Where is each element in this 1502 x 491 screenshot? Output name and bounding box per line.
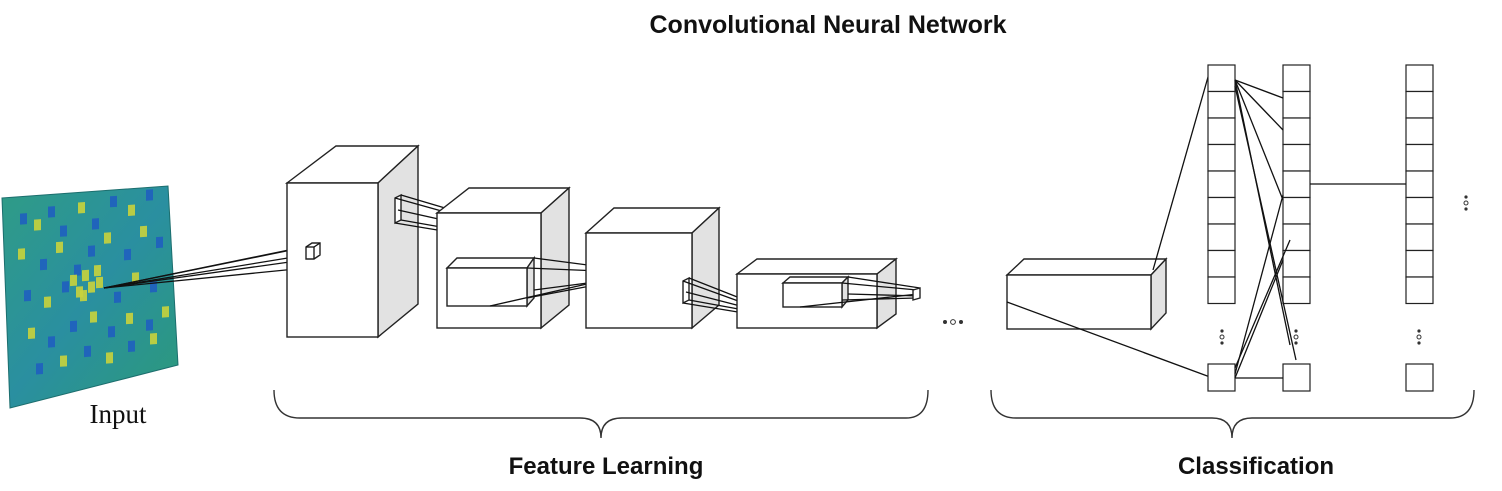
heatmap-cell xyxy=(70,320,77,333)
output-layer-node xyxy=(1405,223,1434,252)
heatmap-cell xyxy=(128,340,135,353)
output-layer-node xyxy=(1405,249,1434,278)
heatmap-cell xyxy=(88,245,95,257)
fc-layer-1-node xyxy=(1207,90,1236,119)
heatmap-cell xyxy=(124,248,131,261)
heatmap-cell xyxy=(60,355,67,367)
heatmap-cell xyxy=(92,218,99,230)
heatmap-cell xyxy=(34,219,41,231)
heatmap-cell xyxy=(74,264,81,276)
fc-layer-2-node xyxy=(1282,249,1311,278)
classification-label: Classification xyxy=(1178,453,1334,480)
output-layer-node xyxy=(1405,117,1434,146)
heatmap-cell xyxy=(76,286,83,298)
input-label: Input xyxy=(90,399,147,429)
fc-layer-2-node xyxy=(1282,90,1311,119)
diagram-title: Convolutional Neural Network xyxy=(650,11,1007,39)
heatmap-cell xyxy=(146,319,153,331)
heatmap-cell xyxy=(56,241,63,254)
feature-learning-label: Feature Learning xyxy=(509,453,704,480)
conv-layer-1 xyxy=(284,144,420,339)
fc-layer-1-node xyxy=(1207,170,1236,199)
fc-layer-1-node xyxy=(1207,143,1236,172)
heatmap-cell xyxy=(108,325,115,338)
fc-layer-2-last-node xyxy=(1282,363,1311,392)
heatmap-cell xyxy=(24,289,31,302)
fc-layer-2-node xyxy=(1282,117,1311,146)
heatmap-cell xyxy=(36,362,43,375)
fc-layer-1 xyxy=(1207,64,1236,305)
heatmap-cell xyxy=(48,206,55,218)
fc-layer-1-node xyxy=(1207,64,1236,93)
pool2-output-lines xyxy=(799,276,921,308)
fc-layer-2-node xyxy=(1282,143,1311,172)
heatmap-cell xyxy=(28,327,35,340)
output-layer-node xyxy=(1405,64,1434,93)
pool-layer-2 xyxy=(734,257,899,330)
fc-layer-1-last-node xyxy=(1207,363,1236,392)
heatmap-cell xyxy=(126,312,133,325)
output-layer-node xyxy=(1405,276,1434,305)
fc-layer-2-node xyxy=(1282,196,1311,225)
feature-learning-brace xyxy=(273,389,929,439)
heatmap-cell xyxy=(84,345,91,358)
heatmap-cell xyxy=(106,352,113,364)
fc-layer-1-node xyxy=(1207,249,1236,278)
heatmap-cell xyxy=(110,195,117,208)
fc-layer-2-node xyxy=(1282,276,1311,305)
pool-layer-1 xyxy=(434,186,571,330)
heatmap-cell xyxy=(104,232,111,244)
heatmap-cell xyxy=(20,213,27,225)
heatmap-cell xyxy=(114,291,121,304)
fc-column-dots xyxy=(1219,195,1469,345)
heatmap-cells xyxy=(18,189,169,375)
heatmap-cell xyxy=(78,202,85,214)
heatmap-cell xyxy=(162,306,169,318)
input-heatmap xyxy=(1,185,179,409)
heatmap-cell xyxy=(94,264,101,277)
heatmap-cell xyxy=(62,281,69,293)
fc-layer-1-node xyxy=(1207,223,1236,252)
output-layer-node xyxy=(1405,170,1434,199)
heatmap-cell xyxy=(88,281,95,293)
heatmap-cell xyxy=(156,236,163,249)
heatmap-cell xyxy=(90,311,97,323)
heatmap-cell xyxy=(82,269,89,282)
heatmap-cell xyxy=(40,258,47,271)
heatmap-cell xyxy=(146,189,153,201)
fc-layer-1-node xyxy=(1207,196,1236,225)
flatten-layer xyxy=(1005,69,1211,378)
heatmap-cell xyxy=(140,225,147,238)
output-layer-node xyxy=(1405,196,1434,225)
heatmap-cell xyxy=(18,248,25,260)
fc-layer-1-node xyxy=(1207,276,1236,305)
output-layer xyxy=(1405,64,1434,305)
fc-layer-2 xyxy=(1282,64,1311,305)
heatmap-cell xyxy=(96,276,103,289)
heatmap-cell xyxy=(128,204,135,217)
classification-brace xyxy=(990,389,1475,439)
fc-layer-1-node xyxy=(1207,117,1236,146)
input-projection-lines xyxy=(103,243,319,289)
output-layer-last-node xyxy=(1405,363,1434,392)
output-layer-node xyxy=(1405,143,1434,172)
fc-layer-2-node xyxy=(1282,64,1311,93)
output-layer-node xyxy=(1405,90,1434,119)
conv-layer-2 xyxy=(584,206,721,330)
heatmap-cell xyxy=(70,274,77,287)
fc-layer-2-node xyxy=(1282,170,1311,199)
feature-continuation-dots xyxy=(943,319,963,325)
heatmap-cell xyxy=(48,336,55,348)
heatmap-cell xyxy=(44,296,51,308)
fc-connections xyxy=(1234,79,1406,379)
heatmap-cell xyxy=(60,225,67,237)
heatmap-cell xyxy=(150,333,157,345)
